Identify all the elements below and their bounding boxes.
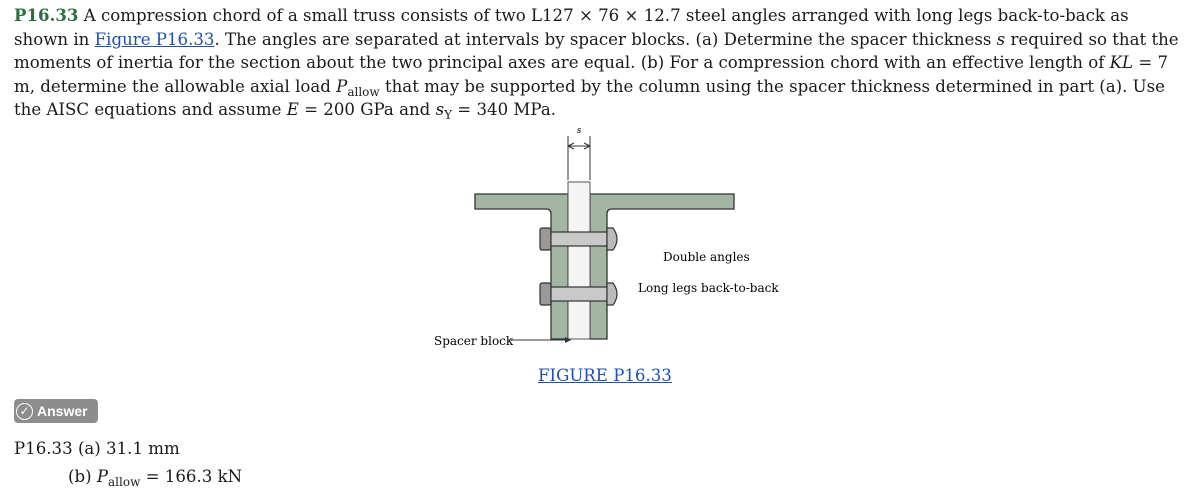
label-long-legs: Long legs back-to-back — [638, 281, 779, 295]
problem-text-4: = 7 m, determine the allowable axial loa… — [14, 53, 1169, 96]
answer-b-symbol: P — [96, 467, 109, 486]
answer-part-b: (b) Pallow = 166.3 kN — [68, 467, 243, 489]
symbol-p: P — [336, 76, 348, 96]
left-angle — [474, 193, 569, 340]
symbol-sy-sub: Y — [444, 108, 453, 122]
problem-text-2: . The angles are separated at intervals … — [214, 29, 997, 49]
spacer-block — [567, 181, 591, 340]
check-circle-icon: ✓ — [16, 402, 33, 420]
bolt-top — [539, 227, 618, 251]
problem-number: P16.33 — [14, 5, 79, 25]
double-angle-diagram: s Double angles Long legs back-to-bac — [434, 126, 779, 348]
answer-button-label: Answer — [37, 403, 88, 419]
symbol-p-sub: allow — [347, 84, 380, 99]
spacer-leader-arrow — [507, 337, 571, 343]
symbol-s: s — [996, 29, 1006, 49]
figure-caption-link[interactable]: FIGURE P16.33 — [538, 366, 672, 385]
figure-link[interactable]: Figure P16.33 — [94, 29, 215, 49]
answer-b-prefix: (b) — [68, 467, 97, 486]
right-angle — [589, 193, 735, 340]
answer-b-sub: allow — [108, 475, 141, 489]
dim-s-label: s — [577, 126, 582, 136]
answer-button[interactable]: ✓ Answer — [14, 399, 98, 423]
problem-text-5: that may be supported by the column usin… — [14, 76, 1165, 120]
label-double-angles: Double angles — [663, 250, 750, 264]
problem-statement: P16.33 A compression chord of a small tr… — [14, 4, 1180, 122]
dimension-s — [567, 136, 591, 180]
problem-text-3: required so that the moments of inertia … — [14, 29, 1179, 73]
answer-part-a: P16.33 (a) 31.1 mm — [14, 439, 180, 458]
label-spacer-block: Spacer block — [434, 334, 514, 348]
problem-text-1: A compression chord of a small truss con… — [14, 6, 1129, 49]
bolt-bottom — [539, 282, 618, 306]
problem-text-7: = 340 MPa. — [452, 100, 557, 119]
figure-p16-33: s Double angles Long legs back-to-bac — [425, 120, 785, 350]
symbol-sy: s — [435, 100, 445, 119]
symbol-kl: KL — [1109, 53, 1134, 72]
problem-text-6: = 200 GPa and — [298, 100, 436, 119]
answer-b-value: = 166.3 kN — [140, 467, 243, 486]
symbol-e: E — [286, 100, 299, 119]
